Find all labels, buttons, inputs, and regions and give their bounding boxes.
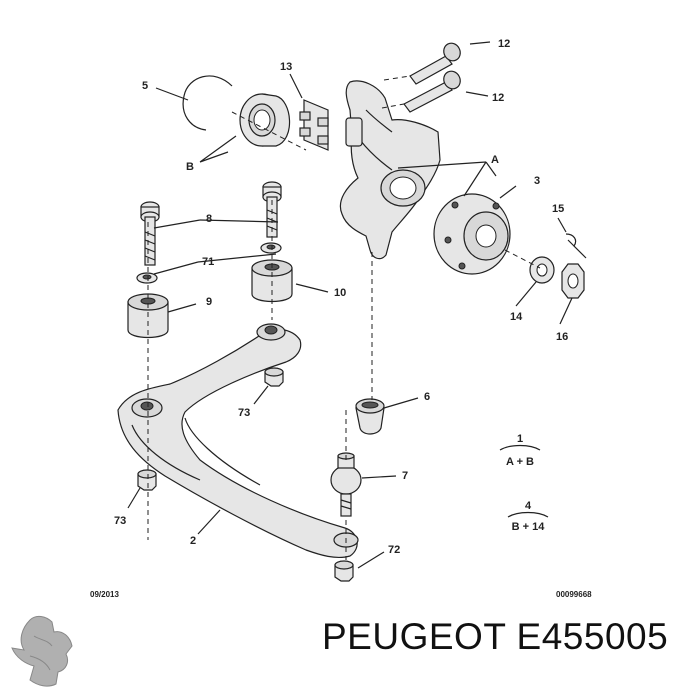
callout-A: A bbox=[491, 154, 499, 166]
spacer-14 bbox=[529, 256, 555, 284]
wheel-bearing bbox=[239, 93, 291, 147]
callout-3: 3 bbox=[534, 175, 540, 187]
diagram-reference: 00099668 bbox=[556, 590, 592, 599]
clamp-6 bbox=[355, 398, 385, 435]
bolt-8-right bbox=[262, 181, 282, 238]
callout-8: 8 bbox=[206, 213, 212, 225]
bolt-8-left bbox=[140, 201, 160, 266]
split-pin-15 bbox=[565, 233, 587, 259]
legend-4-number: 4 bbox=[525, 500, 532, 512]
ball-joint-7 bbox=[330, 452, 362, 517]
leader-lines bbox=[127, 41, 573, 569]
callout-6: 6 bbox=[424, 391, 430, 403]
brand-manufacturer: PEUGEOT bbox=[322, 616, 506, 657]
callout-73-lower: 73 bbox=[114, 515, 126, 527]
callout-10: 10 bbox=[334, 287, 346, 299]
callout-12-lower: 12 bbox=[492, 92, 504, 104]
callout-14: 14 bbox=[510, 311, 523, 323]
steering-knuckle bbox=[339, 80, 441, 260]
wheel-hub-3 bbox=[433, 193, 511, 275]
brand-part-number: E455005 bbox=[516, 616, 669, 657]
legend-1-formula: A + B bbox=[506, 456, 534, 468]
legend-formula-1: 1 A + B bbox=[499, 433, 541, 468]
legend-formula-4: 4 B + 14 bbox=[507, 500, 549, 533]
legend-1-number: 1 bbox=[517, 433, 523, 445]
peugeot-lion-logo bbox=[11, 615, 73, 687]
callout-15: 15 bbox=[552, 203, 564, 215]
callout-2: 2 bbox=[190, 535, 196, 547]
callout-16: 16 bbox=[556, 331, 568, 343]
circlip-5 bbox=[182, 75, 233, 131]
bracket-13 bbox=[299, 99, 329, 151]
bushing-9 bbox=[127, 293, 169, 339]
lower-control-arm bbox=[117, 323, 359, 559]
callout-71: 71 bbox=[202, 256, 214, 268]
callout-73-upper: 73 bbox=[238, 407, 250, 419]
nut-73-lower bbox=[137, 469, 157, 491]
hub-nut-16 bbox=[561, 263, 585, 299]
diagram-date: 09/2013 bbox=[90, 590, 119, 599]
callout-5: 5 bbox=[142, 80, 148, 92]
bolt-12-lower bbox=[403, 70, 461, 113]
callout-72: 72 bbox=[388, 544, 400, 556]
callout-9: 9 bbox=[206, 296, 212, 308]
callout-12-upper: 12 bbox=[498, 38, 510, 50]
bolt-12-upper bbox=[409, 42, 461, 85]
brand-part-title: PEUGEOT E455005 bbox=[322, 616, 668, 658]
nut-72 bbox=[334, 560, 354, 582]
callout-B-bearing: B bbox=[186, 161, 194, 173]
callout-7: 7 bbox=[402, 470, 408, 482]
nut-73-upper bbox=[264, 367, 284, 387]
legend-4-formula: B + 14 bbox=[512, 521, 546, 533]
callout-13: 13 bbox=[280, 61, 292, 73]
